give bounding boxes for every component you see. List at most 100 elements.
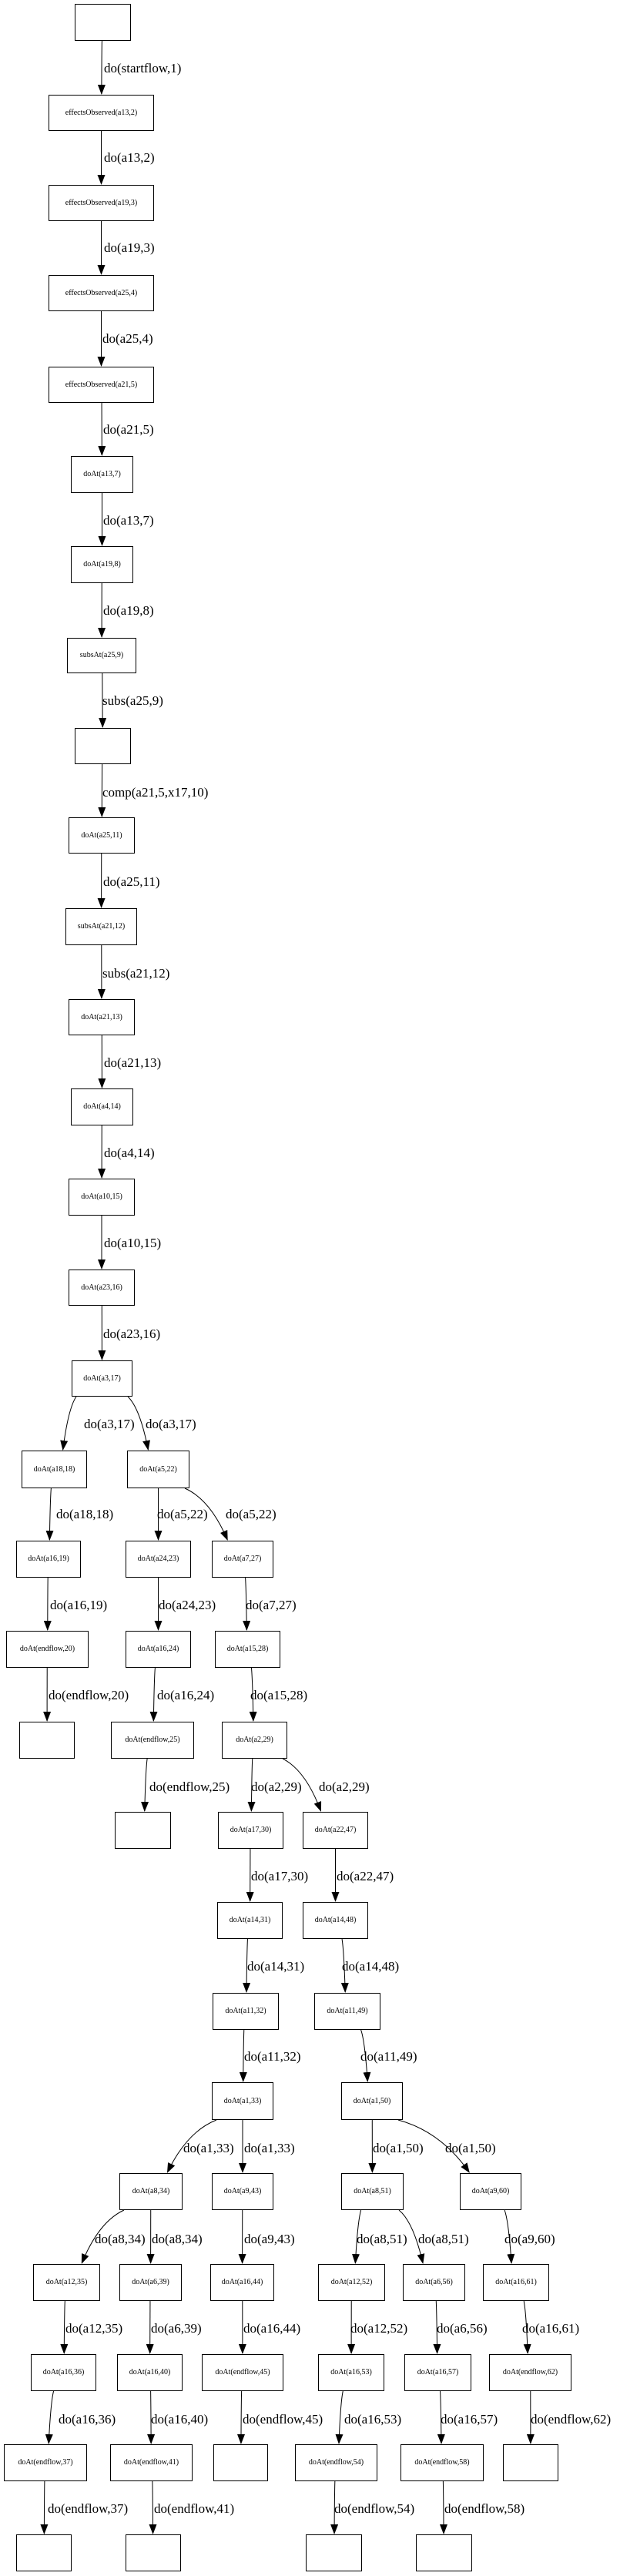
- graph-node-label: doAt(a16,40): [129, 2368, 171, 2376]
- graph-node-label: doAt(endflow,54): [308, 2458, 364, 2467]
- graph-node-doat-a16-61: doAt(a16,61): [483, 2264, 549, 2301]
- graph-node-label: doAt(a22,47): [314, 1826, 357, 1834]
- graph-node-doat-a1-33: doAt(a1,33): [212, 2082, 273, 2120]
- edge-label-n35-n37: do(a1,33): [183, 2141, 234, 2155]
- graph-node-label: doAt(a6,56): [415, 2278, 453, 2286]
- graph-node-label: doAt(a16,19): [28, 1555, 69, 1563]
- graph-node-n55: [213, 2444, 268, 2481]
- edge-label-n41-n47: do(a12,35): [65, 2321, 123, 2336]
- edge-label-n43-n49: do(a16,44): [243, 2321, 301, 2336]
- edge-label-n57-n62: do(endflow,58): [444, 2501, 525, 2516]
- graph-node-doat-a10-15: doAt(a10,15): [69, 1179, 135, 1216]
- graph-node-doat-a11-49: doAt(a11,49): [314, 1993, 380, 2030]
- graph-node-doat-endflow-20: doAt(endflow,20): [6, 1631, 89, 1668]
- graph-node-n60: [126, 2534, 181, 2571]
- edge-label-n6-n7: do(a13,7): [103, 513, 154, 528]
- graph-node-label: effectsObserved(a13,2): [65, 108, 138, 117]
- graph-node-label: doAt(a7,27): [223, 1555, 262, 1563]
- edge-label-n37-n41: do(a8,34): [95, 2232, 146, 2246]
- graph-node-label: doAt(a11,32): [225, 2007, 266, 2015]
- graph-node-label: subsAt(a21,12): [77, 922, 126, 931]
- graph-node-label: doAt(endflow,62): [502, 2368, 558, 2376]
- graph-node-label: doAt(a17,30): [230, 1826, 272, 1834]
- graph-node-doat-endflow-25: doAt(endflow,25): [111, 1722, 194, 1759]
- edge-label-n18-n20: do(a5,22): [157, 1507, 208, 1521]
- graph-node-label: doAt(a10,15): [81, 1192, 122, 1201]
- graph-node-effectsobserved-a13-2: effectsObserved(a13,2): [49, 95, 154, 131]
- graph-node-label: doAt(endflow,58): [414, 2458, 470, 2467]
- graph-node-label: doAt(a12,52): [330, 2278, 373, 2286]
- edge-label-n34-n36: do(a11,49): [360, 2049, 417, 2064]
- graph-node-label: doAt(a1,50): [353, 2096, 391, 2105]
- graph-node-n1: [75, 4, 131, 41]
- edge-label-n46-n52: do(a16,61): [522, 2321, 580, 2336]
- graph-node-label: doAt(endflow,20): [19, 1645, 75, 1653]
- edge-label-n35-n38: do(a1,33): [244, 2141, 295, 2155]
- edge-label-n8-n9: subs(a25,9): [102, 693, 163, 708]
- graph-node-doat-a16-57: doAt(a16,57): [404, 2354, 471, 2391]
- graph-node-subsat-a21-12: subsAt(a21,12): [65, 908, 137, 945]
- graph-node-label: doAt(a18,18): [33, 1464, 75, 1474]
- edge-n53-n59: [40, 2480, 49, 2534]
- edge-label-n45-n51: do(a6,56): [437, 2321, 488, 2336]
- graph-node-label: doAt(endflow,41): [123, 2458, 179, 2467]
- graph-node-doat-a12-52: doAt(a12,52): [318, 2264, 385, 2301]
- graph-node-label: doAt(a16,44): [221, 2278, 263, 2286]
- edge-label-n27-n30: do(a2,29): [319, 1779, 370, 1794]
- graph-node-doat-a18-18: doAt(a18,18): [22, 1451, 87, 1488]
- graph-node-doat-a13-7: doAt(a13,7): [71, 456, 133, 493]
- edge-n47-n53: [45, 2390, 55, 2444]
- edge-label-n16-n18: do(a3,17): [146, 1417, 196, 1431]
- graph-node-doat-a8-51: doAt(a8,51): [341, 2173, 404, 2210]
- graph-node-label: doAt(a8,34): [132, 2187, 170, 2195]
- graph-node-doat-a14-48: doAt(a14,48): [303, 1902, 368, 1939]
- edge-label-n22-n25: do(endflow,20): [49, 1688, 129, 1702]
- graph-node-doat-endflow-41: doAt(endflow,41): [110, 2444, 193, 2481]
- graph-node-label: doAt(a23,16): [81, 1283, 122, 1292]
- graph-node-n59: [16, 2534, 72, 2571]
- edge-label-n44-n50: do(a12,52): [350, 2321, 408, 2336]
- graph-node-doat-a17-30: doAt(a17,30): [218, 1812, 283, 1849]
- edge-label-n18-n21: do(a5,22): [226, 1507, 276, 1521]
- graph-node-label: doAt(a25,11): [81, 830, 122, 840]
- graph-node-doat-a14-31: doAt(a14,31): [217, 1902, 283, 1939]
- edge-label-n53-n59: do(endflow,37): [48, 2501, 129, 2516]
- graph-node-effectsobserved-a25-4: effectsObserved(a25,4): [49, 275, 154, 311]
- edge-n57-n62: [439, 2480, 447, 2534]
- edge-label-n47-n53: do(a16,36): [59, 2412, 116, 2427]
- edge-label-n5-n6: do(a21,5): [103, 422, 154, 437]
- edge-label-n2-n3: do(a13,2): [104, 150, 155, 165]
- edge-label-n51-n57: do(a16,57): [441, 2412, 498, 2427]
- graph-node-doat-a9-60: doAt(a9,60): [460, 2173, 521, 2210]
- edge-label-n9-n10: comp(a21,5,x17,10): [102, 785, 209, 800]
- graph-node-label: doAt(a16,53): [330, 2368, 372, 2376]
- edge-label-n42-n48: do(a6,39): [151, 2321, 202, 2336]
- graph-node-label: doAt(a14,31): [229, 1916, 271, 1924]
- graph-node-doat-a22-47: doAt(a22,47): [303, 1812, 368, 1849]
- graph-node-doat-a8-34: doAt(a8,34): [119, 2173, 183, 2210]
- graph-node-label: doAt(a4,14): [83, 1102, 121, 1111]
- edge-label-n36-n40: do(a1,50): [445, 2141, 496, 2155]
- graph-node-label: doAt(a11,49): [327, 2007, 368, 2015]
- graph-node-doat-a19-8: doAt(a19,8): [71, 546, 133, 583]
- graph-node-label: doAt(a14,48): [314, 1916, 357, 1924]
- edge-label-n50-n56: do(a16,53): [344, 2412, 402, 2427]
- graph-node-doat-a16-40: doAt(a16,40): [117, 2354, 183, 2391]
- edge-label-n37-n42: do(a8,34): [152, 2232, 203, 2246]
- edge-n16-n17: [60, 1396, 77, 1451]
- graph-node-doat-a24-23: doAt(a24,23): [126, 1541, 191, 1578]
- graph-node-doat-a4-14: doAt(a4,14): [71, 1088, 133, 1125]
- graph-node-doat-a16-24: doAt(a16,24): [126, 1631, 191, 1668]
- graph-node-doat-a3-17: doAt(a3,17): [72, 1360, 132, 1397]
- graph-node-doat-a16-53: doAt(a16,53): [318, 2354, 384, 2391]
- edge-label-n15-n16: do(a23,16): [103, 1327, 161, 1341]
- graph-node-doat-a16-44: doAt(a16,44): [210, 2264, 274, 2301]
- graph-node-doat-a16-36: doAt(a16,36): [31, 2354, 96, 2391]
- graph-node-label: doAt(a3,17): [83, 1374, 121, 1383]
- edge-n54-n60: [149, 2480, 157, 2534]
- graph-node-doat-a12-35: doAt(a12,35): [33, 2264, 100, 2301]
- graph-node-n62: [416, 2534, 472, 2571]
- graph-node-effectsobserved-a21-5: effectsObserved(a21,5): [49, 367, 154, 403]
- edge-label-n4-n5: do(a25,4): [102, 331, 153, 346]
